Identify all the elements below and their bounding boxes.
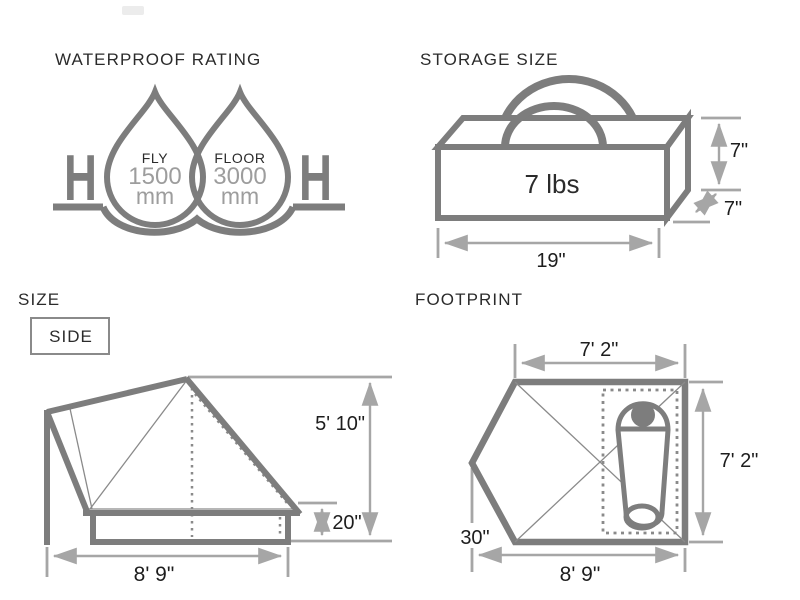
inner-tent-dashed-slope — [194, 393, 288, 504]
cropped-artifact — [122, 6, 144, 15]
inner-slope-line — [89, 379, 188, 510]
fp-inner-width-value: 7' 2" — [580, 339, 619, 361]
water-drop-floor-icon — [188, 83, 292, 228]
floor-rating-value: 3000 — [213, 163, 266, 190]
h-letter-right: H — [299, 141, 332, 214]
fp-vestibule-value: 30" — [460, 527, 489, 549]
view-label-box — [30, 317, 110, 355]
bathtub-floor — [90, 513, 291, 545]
bag-front-face — [435, 144, 670, 221]
fly-label: FLY — [142, 150, 168, 166]
depth-dimension-arrow — [693, 190, 719, 216]
ridge-line — [46, 376, 188, 415]
vestibule-wall — [44, 410, 91, 516]
water-surface-curve — [99, 205, 297, 236]
size-section: SIZE SIDE 5' 10" 20" 8' 9" — [18, 290, 392, 586]
h-letter-left: H — [64, 141, 97, 214]
side-width-value: 8' 9" — [134, 563, 175, 586]
floor-rating-unit: mm — [221, 183, 259, 209]
bag-width-value: 19" — [536, 250, 565, 272]
fly-rating-value: 1500 — [128, 163, 181, 190]
bag-top-face — [431, 115, 694, 150]
bag-height-value: 7" — [730, 140, 748, 162]
inner-tent-dashed-rect — [601, 388, 679, 535]
storage-section: STORAGE SIZE 7 lbs 7" 7" 19" — [420, 50, 748, 272]
sleeping-bag-icon — [615, 401, 671, 531]
waterproof-section: WATERPROOF RATING H H FLY 1500 mm FLOOR … — [53, 50, 345, 236]
peak-height-value: 5' 10" — [315, 413, 365, 435]
floor-label: FLOOR — [214, 150, 265, 166]
vestibule-panel-line — [68, 403, 93, 510]
fp-width-value: 8' 9" — [560, 563, 601, 586]
bag-weight-label: 7 lbs — [525, 169, 580, 199]
rear-slope — [183, 376, 303, 516]
wall-height-value: 20" — [332, 512, 361, 534]
fp-depth-value: 7' 2" — [720, 450, 759, 472]
storage-title: STORAGE SIZE — [420, 50, 559, 69]
bag-front-handle — [501, 102, 607, 148]
footprint-title: FOOTPRINT — [415, 290, 523, 309]
fly-rating-unit: mm — [136, 183, 174, 209]
vestibule-label-backing — [455, 523, 495, 548]
size-title: SIZE — [18, 290, 60, 309]
waterproof-title: WATERPROOF RATING — [55, 50, 261, 69]
bag-depth-value: 7" — [724, 198, 742, 220]
view-label: SIDE — [49, 327, 93, 346]
footprint-section: FOOTPRINT 7' 2" 7' 2" 30" 8' 9" — [415, 290, 758, 586]
